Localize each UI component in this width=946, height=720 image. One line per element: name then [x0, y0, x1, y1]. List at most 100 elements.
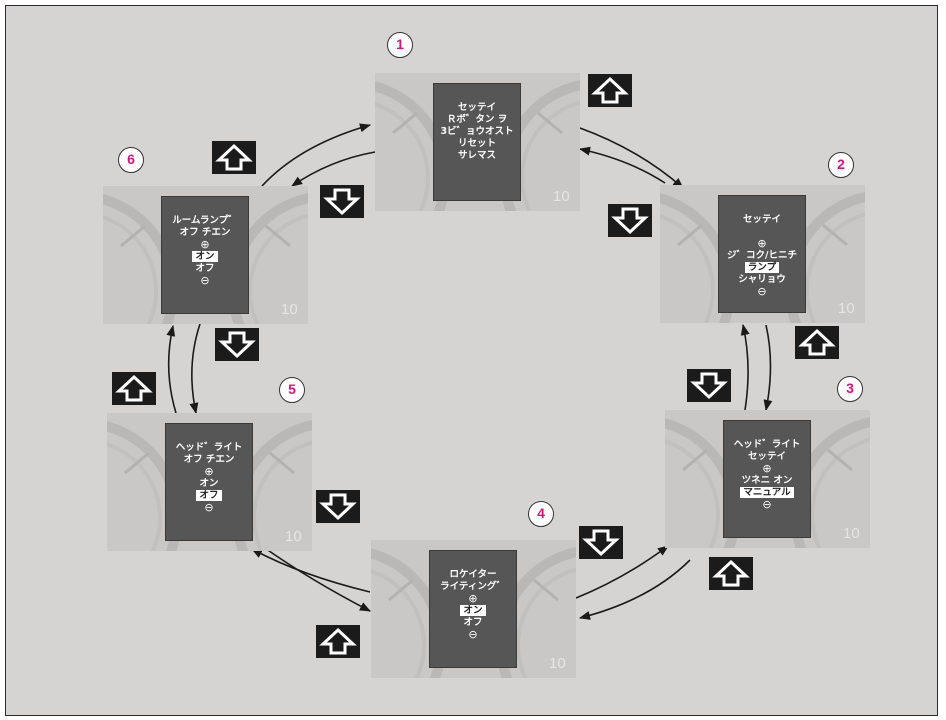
down-button-4-5[interactable] — [316, 490, 360, 523]
step-badge-5: 5 — [279, 377, 305, 403]
step-badge-3: 3 — [837, 376, 863, 402]
arrow-down-icon — [215, 328, 259, 361]
menu-line-selected: オン — [192, 251, 217, 262]
arrow-1-to-2 — [580, 128, 683, 188]
menu-row: ⊕ — [724, 463, 810, 475]
menu-line: オン — [199, 478, 218, 489]
arrow-up-icon — [112, 372, 156, 405]
menu-row: ⊕ — [166, 466, 252, 478]
up-button-5-6[interactable] — [112, 372, 156, 405]
step-badge-1: 1 — [387, 32, 413, 58]
menu-row: ⊖ — [166, 502, 252, 514]
menu-row: ロケイター — [430, 569, 516, 581]
menu-row: 3ビ゛ョウオスト — [434, 126, 520, 138]
menu-line: ヘッド゛ライト — [734, 439, 801, 450]
menu-row: オン — [166, 478, 252, 490]
menu-line-selected: ランプ — [745, 262, 779, 273]
menu-line-selected: オフ — [196, 490, 221, 501]
svg-text:10: 10 — [285, 528, 302, 545]
menu-line-selected: オン — [460, 605, 485, 616]
arrow-2-to-1 — [580, 149, 665, 183]
arrow-5-to-6 — [169, 326, 176, 413]
menu-line: ⊕ — [468, 592, 477, 605]
arrow-up-icon — [316, 625, 360, 658]
menu-row: ⊕ — [162, 239, 248, 251]
arrow-down-icon — [687, 369, 731, 402]
menu-line: ⊖ — [468, 628, 477, 641]
down-button-6-1[interactable] — [320, 185, 364, 218]
menu-line: ルームランプ゛ — [172, 215, 237, 226]
menu-row: リセット — [434, 138, 520, 150]
arrow-down-icon — [320, 185, 364, 218]
svg-text:10: 10 — [553, 188, 570, 205]
menu-row: Ｒボ゛タン ヲ — [434, 114, 520, 126]
arrow-up-icon — [588, 74, 632, 107]
menu-panel: ルームランプ゛オフ チエン⊕オンオフ⊖ — [161, 196, 249, 314]
arrow-3-to-2 — [743, 325, 748, 410]
down-button-2-3[interactable] — [687, 369, 731, 402]
menu-row: ジ゛コク/ヒニチ — [719, 250, 805, 262]
arrow-6-to-5 — [192, 324, 200, 413]
menu-line: ヘッド゛ライト — [176, 442, 243, 453]
menu-line — [760, 226, 763, 237]
arrow-up-icon — [709, 557, 753, 590]
svg-text:10: 10 — [838, 300, 855, 317]
menu-row: ヘッド゛ライト — [724, 439, 810, 451]
menu-panel: セッテイ ⊕ジ゛コク/ヒニチランプシャリョウ⊖ — [718, 195, 806, 313]
svg-text:10: 10 — [281, 301, 298, 318]
menu-line: サレマス — [458, 150, 496, 161]
arrow-down-icon — [579, 526, 623, 559]
up-button-4-5[interactable] — [316, 625, 360, 658]
menu-line: ⊕ — [204, 465, 213, 478]
down-button-3-4[interactable] — [579, 526, 623, 559]
menu-line: ⊖ — [200, 274, 209, 287]
down-button-1-2[interactable] — [608, 204, 652, 237]
menu-row: サレマス — [434, 150, 520, 162]
menu-line: 3ビ゛ョウオスト — [440, 126, 513, 137]
up-button-2-3[interactable] — [795, 326, 839, 359]
step-badge-6: 6 — [118, 147, 144, 173]
svg-text:10: 10 — [549, 655, 566, 672]
display-screen-4: 10 ロケイターライティング゛⊕オンオフ⊖ — [371, 540, 576, 678]
display-screen-2: 10 セッテイ ⊕ジ゛コク/ヒニチランプシャリョウ⊖ — [660, 185, 865, 323]
menu-row: ⊖ — [724, 499, 810, 511]
display-screen-3: 10ヘッド゛ライトセッテイ⊕ツネニ オンマニュアル⊖ — [665, 410, 870, 548]
menu-line: リセット — [458, 138, 496, 149]
display-screen-1: 10 セッテイＲボ゛タン ヲ3ビ゛ョウオストリセットサレマス — [375, 73, 580, 211]
arrow-down-icon — [608, 204, 652, 237]
display-screen-6: 10 ルームランプ゛オフ チエン⊕オンオフ⊖ — [103, 186, 308, 324]
menu-line: ライティング゛ — [440, 581, 506, 592]
menu-line: Ｒボ゛タン ヲ — [447, 114, 507, 125]
menu-line: ⊕ — [200, 238, 209, 251]
menu-panel: ヘッド゛ライトオフ チエン⊕オンオフ⊖ — [165, 423, 253, 541]
menu-line: ロケイター — [450, 569, 497, 580]
arrow-6-to-1 — [262, 125, 370, 186]
up-button-6[interactable] — [212, 141, 256, 174]
menu-line: ⊕ — [762, 462, 771, 475]
step-badge-2: 2 — [828, 152, 854, 178]
menu-line: ツネニ オン — [742, 475, 793, 486]
arrow-4-to-5 — [252, 549, 370, 592]
menu-line: オフ チエン — [180, 227, 231, 238]
display-screen-5: 10 ヘッド゛ライトオフ チエン⊕オンオフ⊖ — [107, 413, 312, 551]
arrow-5-to-4 — [262, 546, 370, 611]
arrow-down-icon — [316, 490, 360, 523]
arrow-up-icon — [795, 326, 839, 359]
up-button-3-4[interactable] — [709, 557, 753, 590]
menu-line: シャリョウ — [738, 274, 786, 285]
arrow-up-icon — [212, 141, 256, 174]
up-button-1[interactable] — [588, 74, 632, 107]
menu-line: ⊕ — [757, 237, 766, 250]
menu-row: ⊖ — [430, 629, 516, 641]
svg-text:10: 10 — [843, 525, 860, 542]
down-button-5-6[interactable] — [215, 328, 259, 361]
menu-line: ⊖ — [204, 501, 213, 514]
menu-panel: ロケイターライティング゛⊕オンオフ⊖ — [429, 550, 517, 668]
menu-line: オフ — [463, 617, 482, 628]
menu-row: ⊖ — [719, 286, 805, 298]
step-badge-4: 4 — [528, 501, 554, 527]
menu-line-selected: マニュアル — [740, 487, 793, 498]
menu-row: オン — [162, 251, 248, 263]
